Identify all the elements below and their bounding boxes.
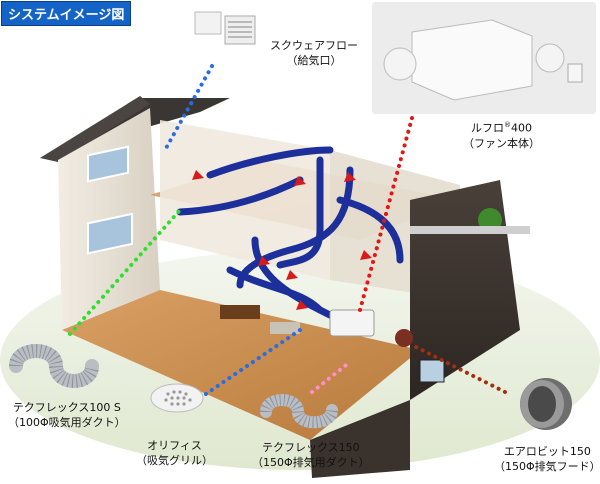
techflex150-name: テクフレックス150	[261, 441, 360, 454]
orifice-photo	[148, 380, 206, 416]
leader-green	[68, 208, 182, 336]
lufro400-name: ルフロ®400	[463, 118, 540, 136]
leader-lines	[68, 64, 507, 400]
duct-coil-icon	[260, 394, 338, 429]
lufro400-note: （ファン本体）	[463, 136, 540, 150]
diagram-title: システムイメージ図	[1, 1, 132, 26]
lufro400-brand: ルフロ	[471, 121, 504, 135]
aerobit150-label: エアロビット150 （150Φ排気フード）	[494, 444, 600, 474]
lufro400-model: 400	[511, 121, 532, 135]
leader-blue-bottom	[198, 328, 302, 400]
square-flow-note: （給気口）	[286, 54, 342, 67]
window	[87, 145, 129, 183]
techflex100-name: テクフレックス100 S	[12, 401, 121, 414]
fan-unit-icon	[383, 19, 583, 101]
aerobit150-note: （150Φ排気フード）	[494, 460, 600, 473]
window	[87, 212, 133, 255]
techflex100-label: テクフレックス100 S （100Φ吸気用ダクト）	[8, 400, 126, 430]
exhaust-arrows	[192, 170, 372, 310]
lufro400-label: ルフロ®400 （ファン本体）	[463, 118, 540, 151]
brick-wall-lower	[310, 400, 410, 478]
dining-table	[220, 305, 260, 319]
orifice-name: オリフィス	[147, 439, 202, 452]
fan-unit-installed	[329, 309, 375, 337]
leader-red	[358, 116, 414, 312]
aerobit150-photo	[512, 374, 576, 434]
orifice-note: （吸気グリル）	[136, 454, 213, 467]
fan-unit-photo	[372, 2, 596, 114]
registered-mark: ®	[504, 121, 511, 129]
leader-pink	[310, 360, 352, 394]
brick-wall	[410, 180, 520, 400]
square-flow-icon	[194, 11, 256, 45]
roof-left	[40, 96, 150, 162]
orifice-label: オリフィス （吸気グリル）	[136, 438, 213, 468]
techflex150-note: （150Φ排気用ダクト）	[252, 456, 370, 469]
duct-coil-icon	[9, 344, 99, 388]
techflex100-photo	[6, 340, 102, 392]
exhaust-hood-installed	[395, 329, 413, 347]
square-flow-name: スクウェアフロー	[270, 39, 358, 52]
sofa	[270, 322, 300, 334]
leader-blue-top	[163, 64, 214, 152]
window	[419, 359, 445, 383]
square-flow-label: スクウェアフロー （給気口）	[270, 38, 358, 68]
techflex150-label: テクフレックス150 （150Φ排気用ダクト）	[252, 440, 370, 470]
techflex100-note: （100Φ吸気用ダクト）	[8, 416, 126, 429]
aerobit150-name: エアロビット150	[503, 445, 591, 458]
techflex150-photo	[258, 392, 340, 430]
grille-icon	[150, 383, 204, 413]
balcony-rail	[410, 226, 530, 234]
exhaust-hood-icon	[520, 378, 572, 430]
square-flow-photo	[193, 6, 261, 58]
ground-floor	[62, 290, 420, 440]
